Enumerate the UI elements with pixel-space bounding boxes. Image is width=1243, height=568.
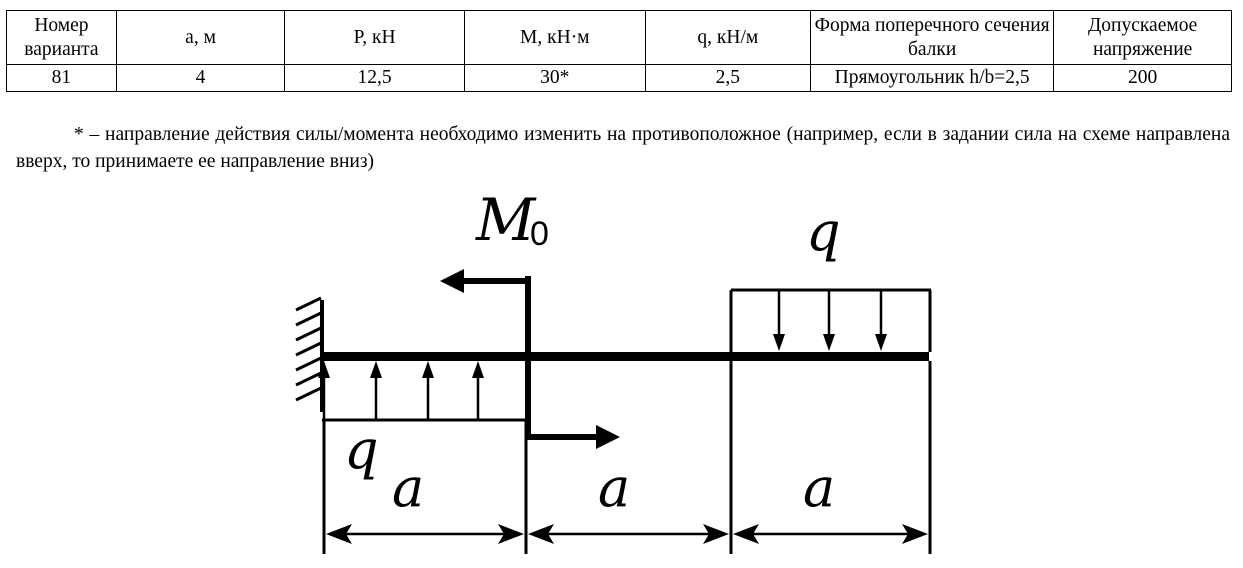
cell-allowable-stress: 200 (1053, 64, 1232, 92)
parameters-table: Номер варианта a, м P, кН M, кН·м q, кН/… (6, 10, 1232, 92)
distributed-load-upward (318, 361, 526, 422)
cell-a: 4 (115, 64, 286, 92)
cell-p: 12,5 (284, 64, 465, 92)
moment-subscript: 0 (530, 215, 549, 253)
header-p: P, кН (284, 10, 465, 65)
table-row: 81 4 12,5 30* 2,5 Прямоугольник h/b=2,5 … (6, 64, 1232, 92)
table-header-row: Номер варианта a, м P, кН M, кН·м q, кН/… (6, 10, 1232, 65)
moment-label: M (475, 186, 537, 254)
beam-diagram: M 0 q q a a a (295, 186, 932, 554)
header-q: q, кН/м (644, 10, 811, 65)
direction-note: * – направление действия силы/момента не… (16, 124, 1230, 172)
header-allowable-stress: Допускаемое напряжение (1053, 10, 1232, 65)
fixed-support (295, 296, 324, 412)
dimension-label-3: a (803, 456, 835, 519)
header-a: a, м (115, 10, 286, 65)
cell-m: 30* (463, 64, 646, 92)
distributed-load-downward (729, 288, 932, 352)
dimension-lines (322, 361, 932, 554)
beam (322, 352, 929, 361)
dimension-label-2: a (598, 456, 630, 519)
header-variant: Номер варианта (6, 10, 117, 65)
moment-m0 (440, 269, 620, 449)
load-label-top: q (806, 200, 841, 263)
header-section-shape: Форма поперечного сечения балки (809, 10, 1055, 65)
cell-q: 2,5 (644, 64, 811, 92)
cell-section-shape: Прямоугольник h/b=2,5 (809, 64, 1055, 92)
header-m: M, кН·м (463, 10, 646, 65)
load-label-bottom: q (344, 418, 379, 481)
dimension-label-1: a (392, 456, 424, 519)
cell-variant: 81 (6, 64, 117, 92)
